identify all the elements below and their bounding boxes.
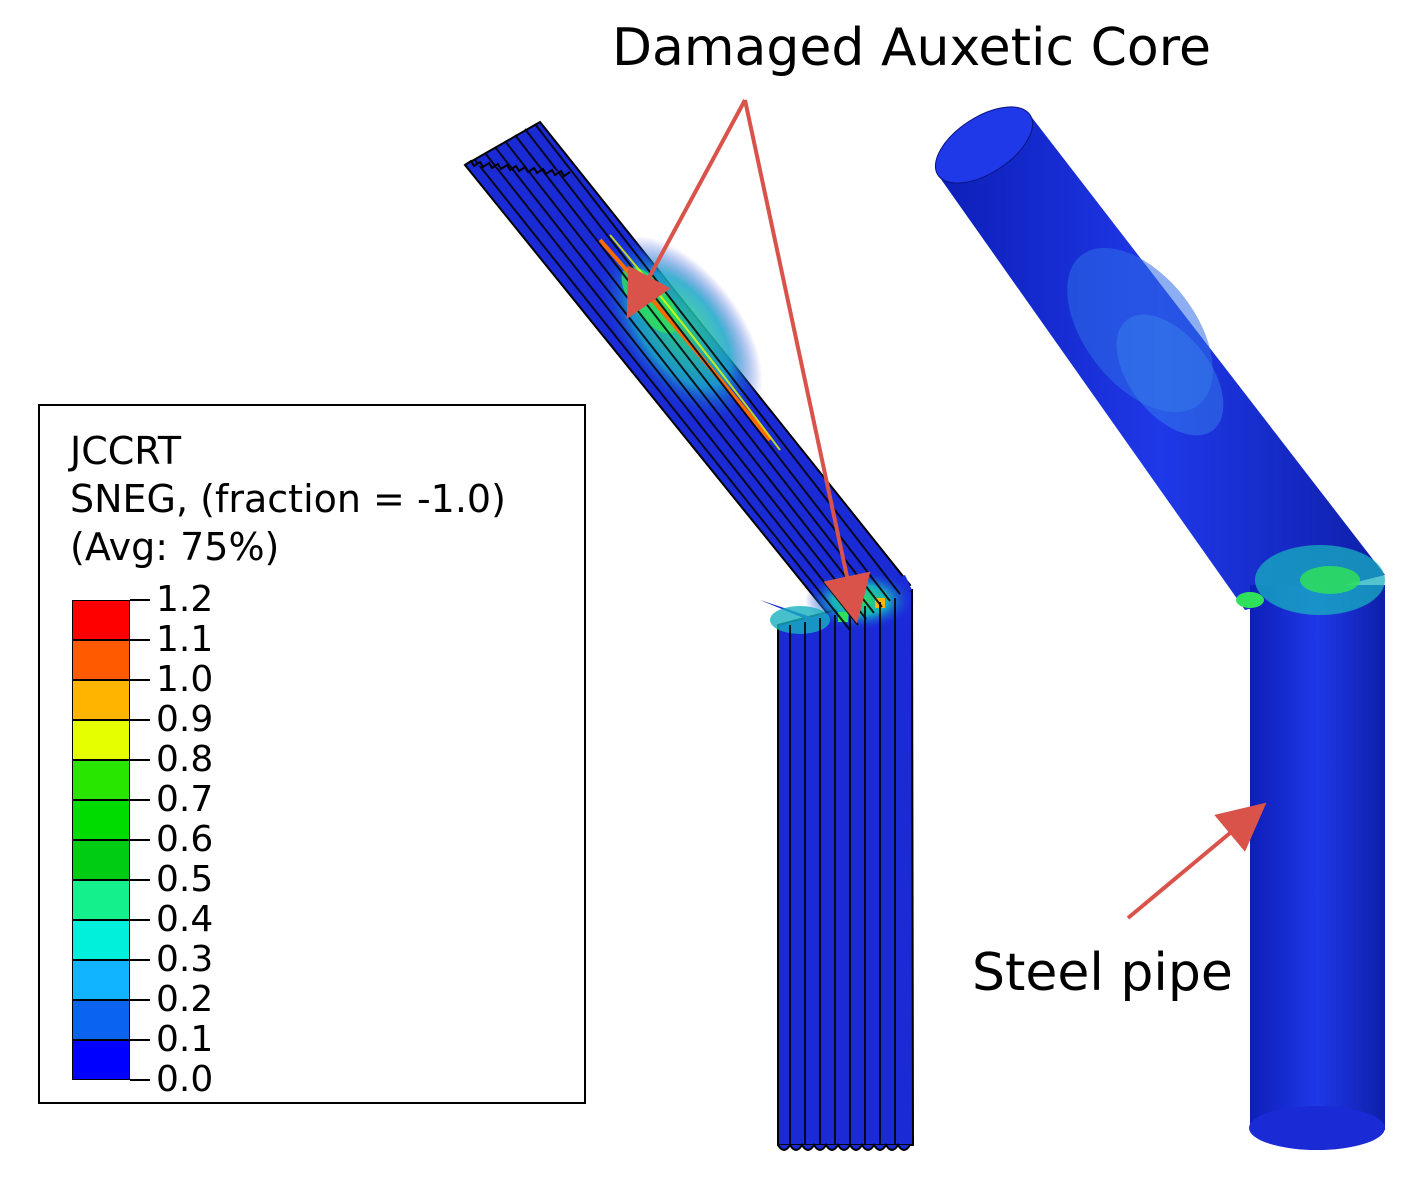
legend-section: SNEG, (fraction = -1.0) [70,477,506,521]
legend-tick-label: 0.3 [156,939,214,980]
legend-tick [130,999,150,1001]
legend-tick [130,759,150,761]
core-rod-lines-upper [474,123,901,631]
legend-averaging: (Avg: 75%) [70,525,280,569]
legend-tick-label: 0.6 [156,819,214,860]
legend-color-cell [72,800,130,840]
legend-color-cell [72,720,130,760]
legend-tick-label: 0.9 [156,699,214,740]
legend-tick [130,679,150,681]
legend-tick [130,639,150,641]
legend-tick-label: 1.1 [156,619,214,660]
damaged-core-label: Damaged Auxetic Core [612,18,1211,78]
legend-color-cell [72,840,130,880]
steel-pipe-arrow [1126,802,1267,920]
legend-tick [130,599,150,601]
legend-tick-label: 0.0 [156,1059,214,1100]
auxetic-core-model [463,120,915,1151]
legend-variable: JCCRT [70,429,182,473]
legend-tick-label: 0.2 [156,979,214,1020]
legend-color-cell [72,1040,130,1080]
damaged-core-arrows [626,99,871,624]
legend-color-cell [72,920,130,960]
legend-color-cell [72,1000,130,1040]
legend-tick-label: 0.8 [156,739,214,780]
legend-tick-label: 1.2 [156,579,214,620]
legend-color-cell [72,640,130,680]
core-rod-lines-lower [789,598,896,1145]
legend-tick [130,959,150,961]
legend-tick-label: 0.5 [156,859,214,900]
legend-color-cell [72,600,130,640]
legend-color-cell [72,760,130,800]
legend-tick [130,799,150,801]
legend-tick [130,719,150,721]
legend-tick [130,919,150,921]
legend-tick-label: 0.1 [156,1019,214,1060]
steel-pipe-model [934,106,1385,1150]
legend-tick-label: 0.7 [156,779,214,820]
legend-tick [130,839,150,841]
legend-tick-label: 1.0 [156,659,214,700]
legend-color-cell [72,960,130,1000]
steel-pipe-label: Steel pipe [972,943,1233,1003]
legend-tick-label: 0.4 [156,899,214,940]
legend-tick [130,1079,150,1081]
legend-tick [130,879,150,881]
legend-color-cell [72,680,130,720]
contour-legend: JCCRT SNEG, (fraction = -1.0) (Avg: 75%)… [38,404,586,1104]
legend-color-cell [72,880,130,920]
legend-tick [130,1039,150,1041]
